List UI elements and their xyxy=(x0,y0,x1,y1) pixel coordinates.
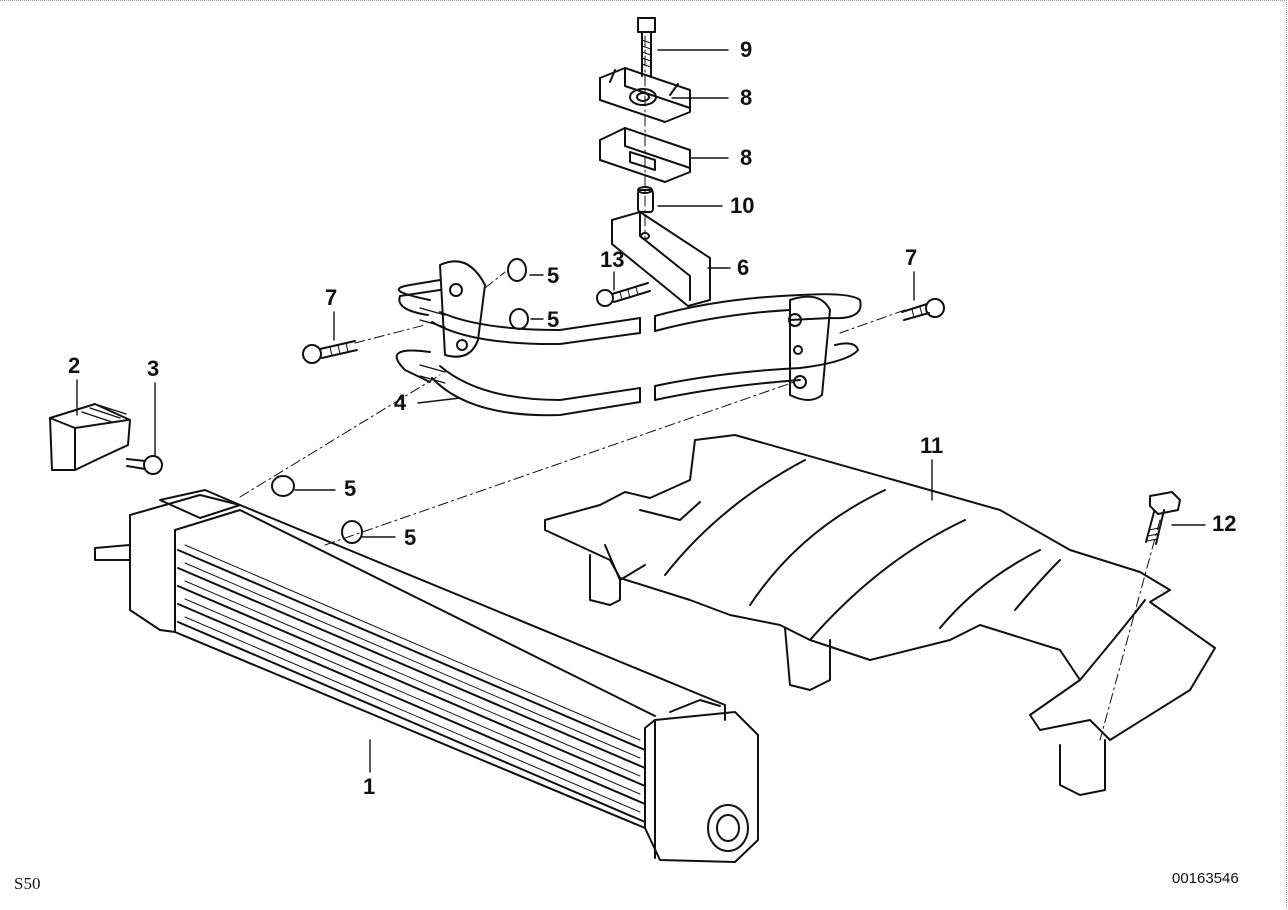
callout-5-upper-b: 5 xyxy=(547,307,560,332)
callout-2: 2 xyxy=(68,353,81,378)
spacer-part-10 xyxy=(637,186,654,213)
bolt-part-13 xyxy=(596,282,651,307)
oil-cooler-part-1 xyxy=(94,489,759,863)
bolt-part-7-right xyxy=(901,298,945,321)
leader-lines xyxy=(76,49,1206,773)
o-ring-part-5-a xyxy=(507,258,527,282)
air-duct-part-11 xyxy=(544,434,1216,796)
o-ring-part-5-b xyxy=(509,308,529,330)
callout-13: 13 xyxy=(600,247,625,272)
bolt-part-3 xyxy=(126,455,163,475)
bracket-part-6 xyxy=(611,211,711,307)
series-code: S50 xyxy=(14,874,41,893)
callout-5-upper-a: 5 xyxy=(547,263,560,288)
o-ring-part-5-d xyxy=(341,520,363,544)
oil-lines-part-4 xyxy=(395,260,862,417)
assembly-lines xyxy=(239,35,1161,741)
callout-10: 10 xyxy=(730,193,755,218)
callout-11: 11 xyxy=(920,433,944,458)
clip-part-2 xyxy=(49,403,131,471)
bolt-part-7-left xyxy=(302,340,358,364)
callout-1: 1 xyxy=(363,774,376,799)
bracket-part-8-lower xyxy=(599,127,691,183)
callout-6: 6 xyxy=(737,255,750,280)
callout-8-lower: 8 xyxy=(740,145,753,170)
callout-7-left: 7 xyxy=(325,285,338,310)
callout-5-lower-a: 5 xyxy=(344,476,357,501)
bolt-part-12 xyxy=(1145,491,1181,545)
bolt-part-9 xyxy=(637,17,656,77)
o-ring-part-5-c xyxy=(271,475,295,497)
callout-7-right: 7 xyxy=(905,245,918,270)
bracket-part-8-upper xyxy=(599,67,691,123)
callout-4: 4 xyxy=(394,390,407,415)
callout-12: 12 xyxy=(1212,511,1237,536)
callout-8-upper: 8 xyxy=(740,85,753,110)
diagram-number: 00163546 xyxy=(1172,870,1239,887)
callout-3: 3 xyxy=(147,356,160,381)
callout-9: 9 xyxy=(740,37,753,62)
callout-5-lower-b: 5 xyxy=(404,525,417,550)
